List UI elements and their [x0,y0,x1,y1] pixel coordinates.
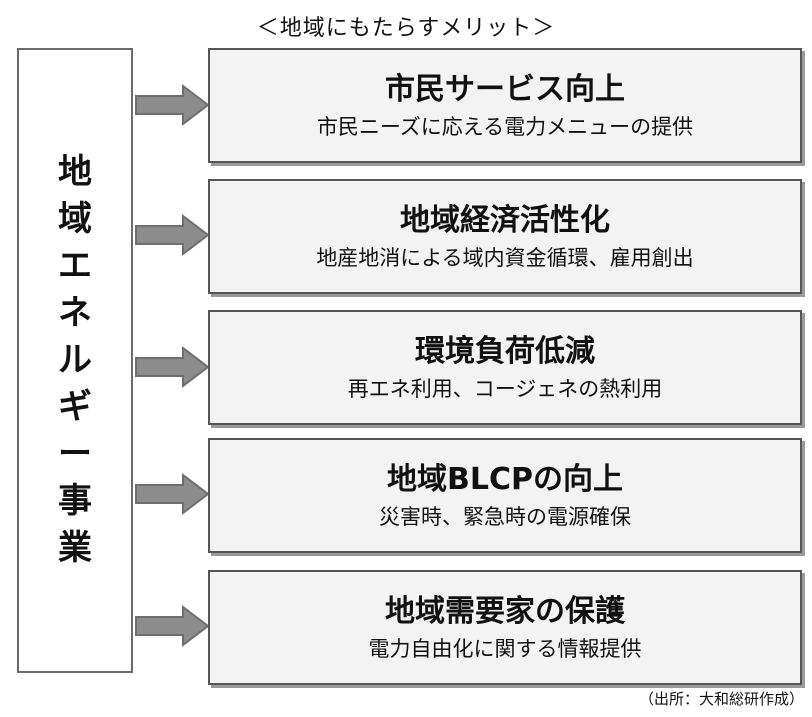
source-note: （出所：大和総研作成） [638,690,804,708]
diagram-title: ＜地域にもたらすメリット＞ [256,16,556,41]
benefit-heading: 地域需要家の保護 [385,593,625,629]
benefit-description: 電力自由化に関する情報提供 [368,636,642,661]
benefit-heading: 環境負荷低減 [415,333,595,369]
benefit-box-consumer-protection: 地域需要家の保護 電力自由化に関する情報提供 [208,570,802,685]
arrow-2 [135,213,210,257]
left-box-label: 地 域 エ ネ ル ギ ー 事 業 [58,152,92,568]
arrow-5 [135,604,210,648]
benefit-description: 地産地消による域内資金循環、雇用創出 [316,245,694,270]
benefit-description: 市民ニーズに応える電力メニューの提供 [316,114,694,139]
benefit-box-economic-revitalization: 地域経済活性化 地産地消による域内資金循環、雇用創出 [208,179,802,294]
arrow-3 [135,345,210,389]
benefit-box-blcp: 地域BLCPの向上 災害時、緊急時の電源確保 [208,438,802,553]
arrow-4 [135,472,210,516]
benefit-heading: 市民サービス向上 [385,71,625,107]
benefit-box-environmental-load: 環境負荷低減 再エネ利用、コージェネの熱利用 [208,310,802,425]
benefit-heading: 地域BLCPの向上 [387,461,623,497]
benefit-description: 災害時、緊急時の電源確保 [379,504,631,529]
benefit-box-citizen-service: 市民サービス向上 市民ニーズに応える電力メニューの提供 [208,48,802,163]
benefit-heading: 地域経済活性化 [400,202,610,238]
benefit-description: 再エネ利用、コージェネの熱利用 [347,376,663,401]
left-box-regional-energy-business: 地 域 エ ネ ル ギ ー 事 業 [17,48,133,673]
arrow-1 [135,83,210,127]
